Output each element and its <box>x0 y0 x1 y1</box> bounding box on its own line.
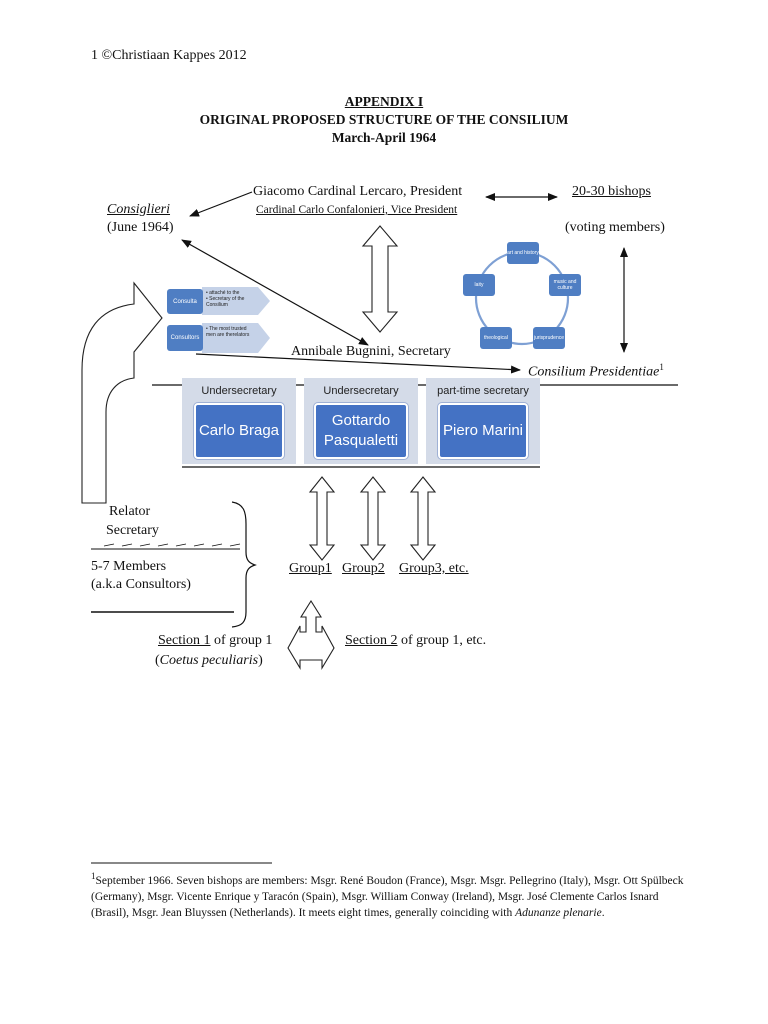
undersecretary-column-1: Undersecretary Carlo Braga <box>182 378 296 464</box>
undersecretary-column-2: Undersecretary Gottardo Pasqualetti <box>304 378 418 464</box>
copyright-text: ©Christiaan Kappes 2012 <box>101 48 247 63</box>
group1-double-arrow <box>308 476 336 561</box>
bishops-count: 20-30 bishops <box>572 184 651 199</box>
section-1-label: Section 1 of group 1 <box>158 633 273 648</box>
undersecretary-heading-3: part-time secretary <box>437 385 529 397</box>
undersecretary-heading-2: Undersecretary <box>323 385 399 397</box>
cycle-node-laity: laity <box>463 274 495 296</box>
consulta-bullets: • attaché to the • Secretary of the Cons… <box>206 290 258 308</box>
secretary-name: Annibale Bugnini, Secretary <box>291 344 451 359</box>
section-1-note: (Coetus peculiaris) <box>155 653 263 668</box>
relator-label: Relator <box>109 504 151 519</box>
footnote: 1September 1966. Seven bishops are membe… <box>91 871 684 919</box>
undersecretary-card-marini: Piero Marini <box>438 403 528 459</box>
consulta-bullet-1: • attaché to the <box>206 290 240 296</box>
cycle-node-theological: theological <box>480 327 512 349</box>
president-consiglieri-arrow <box>189 191 253 217</box>
sections-cross-arrow <box>287 599 335 670</box>
page-header: 1 ©Christiaan Kappes 2012 <box>91 48 247 64</box>
president-secretary-double-arrow <box>361 225 399 333</box>
consultors-button: Consultors <box>167 325 203 351</box>
consulta-button: Consulta <box>167 289 203 314</box>
cycle-node-art-history: art and history <box>507 242 539 264</box>
president-name: Giacomo Cardinal Lercaro, President <box>253 184 463 199</box>
date-title: March-April 1964 <box>331 130 437 145</box>
group2-double-arrow <box>359 476 387 561</box>
consiglieri-secretary-arrow <box>181 239 369 346</box>
cycle-node-music-culture: music and culture <box>549 274 581 296</box>
group-brace <box>231 501 257 628</box>
consultors-bullets: • The most trusted men are therelators <box>206 326 250 338</box>
section-2-label: Section 2 of group 1, etc. <box>345 633 487 648</box>
hatch-marks <box>103 543 241 547</box>
undersecretary-column-3: part-time secretary Piero Marini <box>426 378 540 464</box>
undersecretary-card-braga: Carlo Braga <box>194 403 284 459</box>
consiglieri-date: (June 1964) <box>107 220 174 235</box>
members-label: 5-7 Members <box>91 559 167 574</box>
group-2-label: Group2 <box>342 561 385 576</box>
members-note: (a.k.a Consultors) <box>91 577 191 592</box>
vice-president-name: Cardinal Carlo Confalonieri, Vice Presid… <box>256 204 458 216</box>
consiglieri-label: Consiglieri <box>107 202 171 217</box>
structure-title: ORIGINAL PROPOSED STRUCTURE OF THE CONSI… <box>199 112 569 127</box>
group-3-label: Group3, etc. <box>399 561 469 576</box>
cycle-node-jurisprudence: jurisprudence <box>533 327 565 349</box>
group3-double-arrow <box>409 476 437 561</box>
mini-chevron-2 <box>202 323 270 353</box>
bishops-note: (voting members) <box>565 220 665 235</box>
group-1-label: Group1 <box>289 561 332 576</box>
group-secretary-label: Secretary <box>106 523 159 538</box>
undersecretary-heading-1: Undersecretary <box>201 385 277 397</box>
appendix-title: APPENDIX I <box>344 94 424 109</box>
consultors-curved-arrow <box>81 281 163 504</box>
consulta-bullet-2: • Secretary of the Consilium <box>206 296 245 308</box>
footnote-ref: 1 <box>91 48 98 63</box>
mini-chevron-1 <box>202 287 270 315</box>
undersecretary-card-pasqualetti: Gottardo Pasqualetti <box>314 403 408 459</box>
presidentiae-label: Consilium Presidentiae1 <box>528 362 664 380</box>
secretary-presidentiae-arrow <box>195 353 521 374</box>
